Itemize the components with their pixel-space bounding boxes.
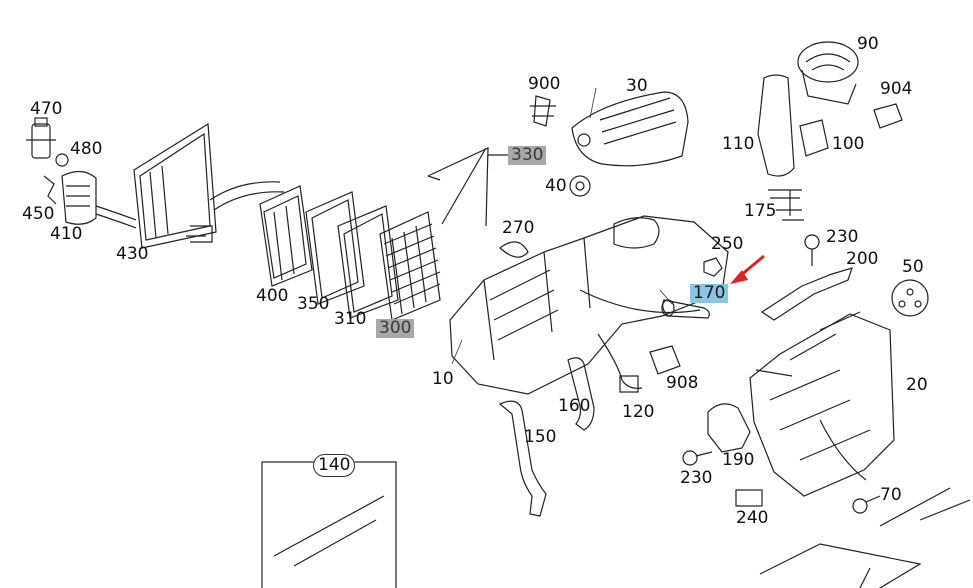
callout-10[interactable]: 10 xyxy=(432,369,454,389)
part-400-evaporator xyxy=(259,185,313,287)
callout-410[interactable]: 410 xyxy=(50,224,83,244)
callout-310[interactable]: 310 xyxy=(334,309,367,329)
part-50-plate xyxy=(891,279,929,317)
part-330-bracket xyxy=(427,147,508,227)
part-70-screw xyxy=(852,495,881,514)
callout-40[interactable]: 40 xyxy=(545,176,567,196)
arrow-indicator xyxy=(730,254,765,284)
part-430-heater-core xyxy=(95,122,285,249)
part-170-pipe xyxy=(661,299,710,319)
callout-140[interactable]: 140 xyxy=(313,454,356,477)
part-230-screw-top xyxy=(804,234,820,266)
callout-50[interactable]: 50 xyxy=(902,257,924,277)
callout-430[interactable]: 430 xyxy=(116,244,149,264)
callout-470[interactable]: 470 xyxy=(30,99,63,119)
part-160-hose xyxy=(567,357,595,431)
part-90-blower xyxy=(797,41,859,105)
callout-70[interactable]: 70 xyxy=(880,485,902,505)
part-410-cover xyxy=(43,170,97,225)
part-904-resistor xyxy=(873,103,903,129)
part-470-valve xyxy=(26,117,69,167)
callout-30[interactable]: 30 xyxy=(626,76,648,96)
part-190-actuator xyxy=(707,403,751,453)
part-150-hose xyxy=(498,400,547,517)
part-100-motor xyxy=(799,119,829,157)
callout-904[interactable]: 904 xyxy=(880,79,913,99)
callout-150[interactable]: 150 xyxy=(524,427,557,447)
callout-270[interactable]: 270 xyxy=(502,218,535,238)
part-240-clip xyxy=(735,489,763,507)
callout-175[interactable]: 175 xyxy=(744,201,777,221)
part-30-airbox xyxy=(571,91,689,167)
callout-100[interactable]: 100 xyxy=(832,134,865,154)
part-110-duct xyxy=(757,74,795,177)
part-floor-bracket xyxy=(759,487,971,588)
part-140-box xyxy=(261,461,397,588)
callout-90[interactable]: 90 xyxy=(857,34,879,54)
part-250-nut xyxy=(703,257,723,277)
part-900-connector xyxy=(530,95,556,127)
callout-160[interactable]: 160 xyxy=(558,396,591,416)
part-300-filter xyxy=(379,211,441,321)
part-200-bracket xyxy=(760,267,853,321)
part-480-oring xyxy=(55,153,69,167)
callout-400[interactable]: 400 xyxy=(256,286,289,306)
callout-480[interactable]: 480 xyxy=(70,139,103,159)
callout-230-bottom[interactable]: 230 xyxy=(680,468,713,488)
callout-300[interactable]: 300 xyxy=(376,319,415,338)
part-350-frame xyxy=(305,191,365,305)
callout-908[interactable]: 908 xyxy=(666,373,699,393)
part-120-sensor xyxy=(597,333,643,389)
callout-330[interactable]: 330 xyxy=(508,146,547,165)
part-310-frame xyxy=(337,205,399,319)
leader-lines xyxy=(451,87,673,365)
part-140-harness xyxy=(273,495,385,567)
callout-120[interactable]: 120 xyxy=(622,402,655,422)
callout-200[interactable]: 200 xyxy=(846,249,879,269)
callout-250[interactable]: 250 xyxy=(711,234,744,254)
callout-240[interactable]: 240 xyxy=(736,508,769,528)
part-230-screw-bottom xyxy=(682,450,713,466)
callout-230-top[interactable]: 230 xyxy=(826,227,859,247)
part-175-seal xyxy=(768,189,804,221)
callout-190[interactable]: 190 xyxy=(722,450,755,470)
part-908-clip xyxy=(649,345,681,375)
callout-450[interactable]: 450 xyxy=(22,204,55,224)
callout-110[interactable]: 110 xyxy=(722,134,755,154)
part-20-housing xyxy=(749,311,895,497)
callout-900[interactable]: 900 xyxy=(528,74,561,94)
callout-20[interactable]: 20 xyxy=(906,375,928,395)
callout-350[interactable]: 350 xyxy=(297,294,330,314)
part-270-cap xyxy=(499,241,529,258)
part-40-grommet xyxy=(569,175,591,197)
callout-170-selected[interactable]: 170 xyxy=(690,284,729,303)
